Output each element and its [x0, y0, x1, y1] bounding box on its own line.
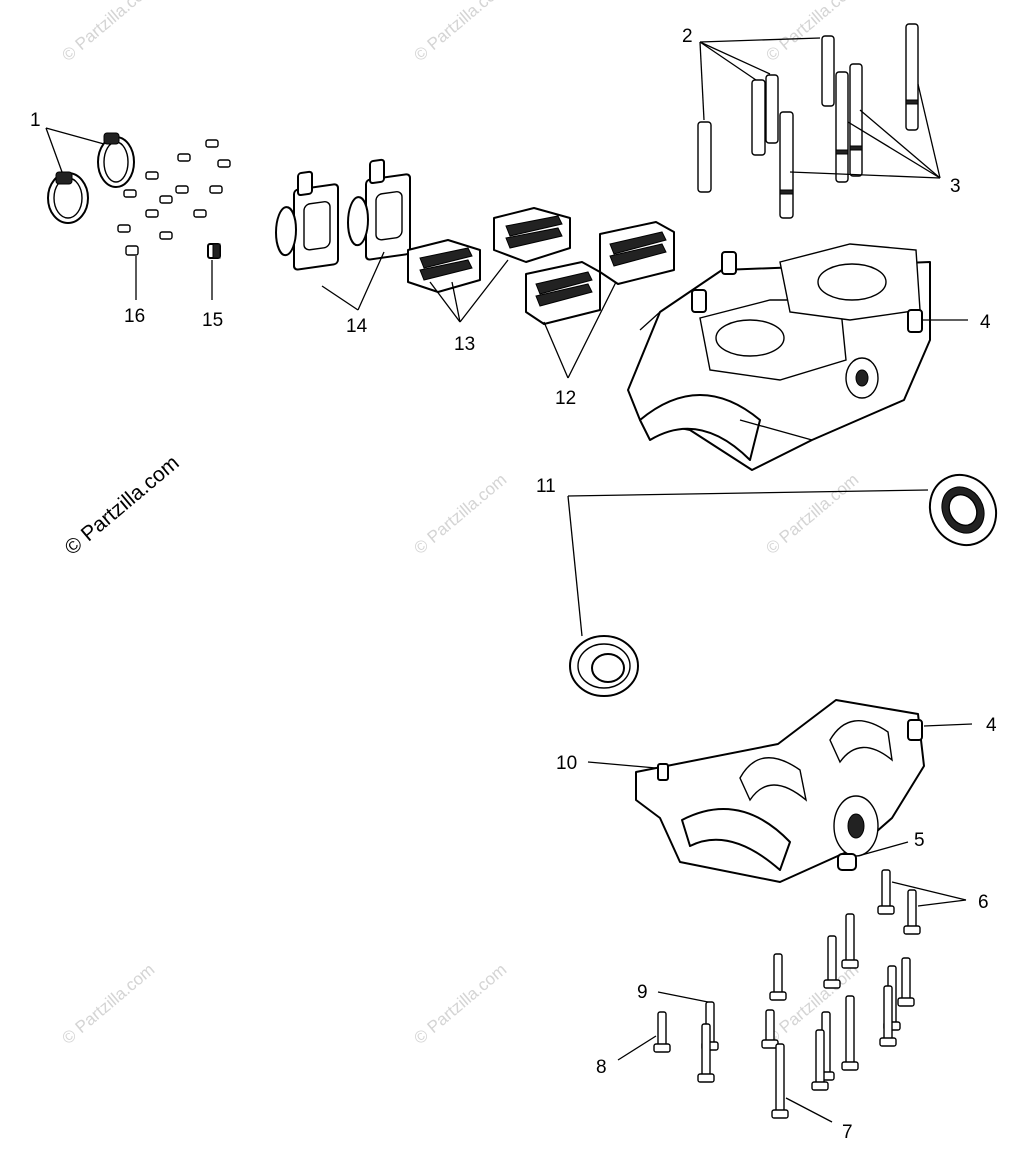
watermark-faint: © Partzilla.com — [762, 0, 862, 65]
callout-2: 2 — [682, 26, 693, 47]
watermark-faint: © Partzilla.com — [58, 0, 158, 65]
drain-plug — [837, 853, 857, 871]
watermark-faint: © Partzilla.com — [410, 0, 510, 65]
callout-4-upper: 4 — [980, 312, 991, 333]
callout-15: 15 — [202, 310, 223, 331]
upper-crankcase — [627, 243, 931, 471]
intake-adapters — [275, 158, 411, 271]
callout-7: 7 — [842, 1122, 853, 1143]
callout-5: 5 — [914, 830, 925, 851]
watermark-faint: © Partzilla.com — [762, 470, 862, 558]
watermark-main: © Partzilla.com — [60, 451, 183, 560]
watermark-faint: © Partzilla.com — [410, 470, 510, 558]
callout-6: 6 — [978, 892, 989, 913]
leader-lines — [45, 37, 973, 1123]
callout-10: 10 — [556, 753, 577, 774]
callout-8: 8 — [596, 1057, 607, 1078]
reed-blocks — [407, 207, 571, 293]
callout-1: 1 — [30, 110, 41, 131]
callout-14: 14 — [346, 316, 368, 337]
screw-set — [117, 139, 231, 259]
lower-crankcase — [635, 699, 925, 883]
callout-labels: 1 2 3 4 16 15 14 13 12 11 4 10 5 6 9 8 7 — [30, 26, 997, 1143]
cylinder-studs — [697, 23, 919, 219]
callout-4-lower: 4 — [986, 715, 997, 736]
watermark-faint: © Partzilla.com — [58, 960, 158, 1048]
callout-3: 3 — [950, 176, 961, 197]
crank-seals — [569, 473, 998, 697]
callout-13: 13 — [454, 334, 475, 355]
watermark-faint: © Partzilla.com — [410, 960, 510, 1048]
hose-clamps — [47, 132, 135, 224]
crankcase-bolts — [653, 869, 921, 1119]
callout-11: 11 — [536, 476, 556, 497]
callout-12: 12 — [555, 388, 576, 409]
callout-9: 9 — [637, 982, 648, 1003]
reed-valves — [525, 221, 675, 325]
callout-16: 16 — [124, 306, 145, 327]
